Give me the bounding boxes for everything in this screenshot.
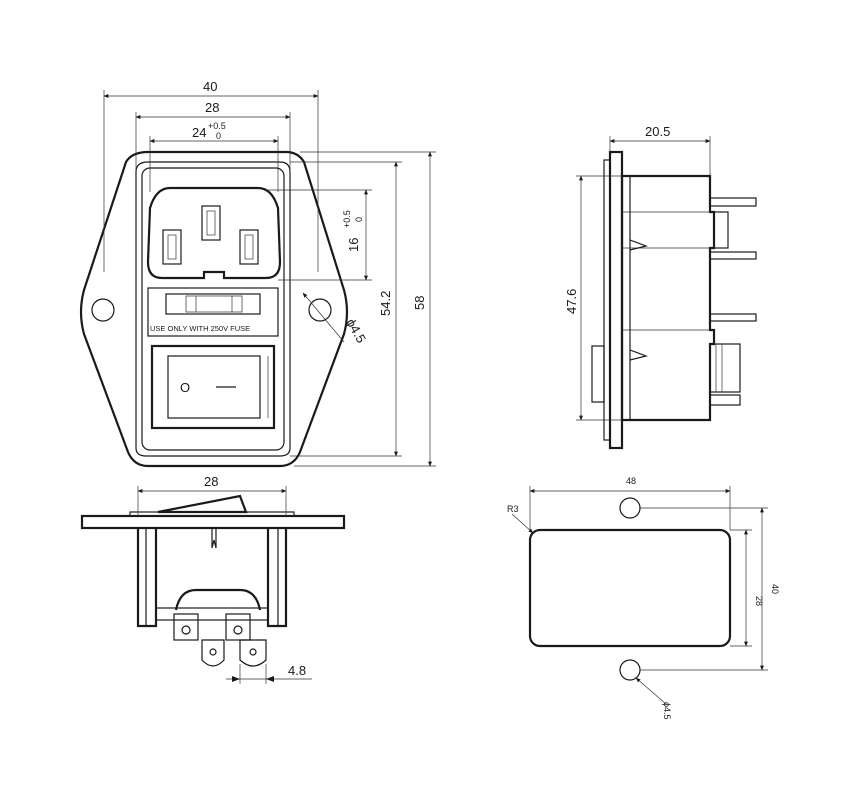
mounting-hole-right: [308, 298, 332, 322]
rocker-switch-button: [167, 355, 261, 419]
mounting-hole-left: [91, 298, 115, 322]
hole-leader: [302, 292, 345, 343]
dim-side-height: 47.6: [564, 289, 579, 314]
dim-24-tol-plus: +0.5: [208, 121, 226, 131]
terminal-2: [709, 251, 757, 260]
cutout-hole-top: [619, 497, 641, 519]
bottom-terminal-2: [225, 613, 251, 641]
bottom-terminal-block: [174, 588, 262, 611]
side-view: 20.5 47.6: [564, 124, 757, 450]
dim-24-tol-zero: 0: [216, 131, 221, 141]
dim-pin-width: 4.8: [288, 663, 306, 678]
bottom-terminal-3: [201, 639, 225, 667]
dim-side-depth: 20.5: [645, 124, 670, 139]
rocker-switch-frame: [150, 344, 276, 430]
panel-cutout-view: 48 R3 28 40 ϕ4.5: [507, 476, 780, 720]
dim-16: 16: [346, 238, 361, 252]
dim-cut-width: 40: [770, 584, 780, 594]
radius-leader: [511, 513, 534, 534]
cutout-hole-bottom: [619, 659, 641, 681]
dim-16-tol-plus: +0.5: [342, 210, 352, 228]
bottom-flange: [80, 514, 346, 530]
side-flange: [608, 150, 624, 450]
dim-16-tol-zero: 0: [354, 217, 364, 222]
iec-inlet-outline: [146, 186, 282, 280]
inlet-pin-left: [162, 229, 182, 265]
dim-28: 28: [205, 100, 219, 115]
dim-bottom-width: 28: [204, 474, 218, 489]
side-body: [620, 174, 716, 422]
bottom-terminal-4: [239, 639, 267, 667]
inlet-pin-right: [239, 229, 259, 265]
bottom-terminal-1: [173, 613, 199, 641]
front-inner-frame: [135, 161, 291, 457]
dim-58: 58: [412, 296, 427, 310]
panel-cutout: [528, 528, 732, 648]
dim-corner-radius: R3: [507, 504, 519, 514]
bottom-rocker: [157, 494, 248, 514]
switch-off-symbol: O: [180, 380, 190, 395]
cutout-hole-leader: [635, 677, 667, 705]
terminal-4: [709, 394, 741, 406]
fuse-drawer: [165, 293, 261, 315]
front-view: USE ONLY WITH 250V FUSE O 40 28 24 +0.5 …: [79, 79, 436, 468]
fuse-holder: [147, 287, 279, 337]
fuse-label: USE ONLY WITH 250V FUSE: [150, 324, 250, 333]
dim-40: 40: [203, 79, 217, 94]
front-inner-frame-2: [141, 167, 285, 451]
bottom-body: [136, 528, 288, 628]
bottom-view: 28 4.8: [80, 474, 346, 684]
dim-cutout-hole-dia: ϕ4.5: [662, 702, 672, 720]
terminal-3: [709, 313, 757, 322]
inlet-pin-earth: [201, 205, 221, 241]
front-flange-outline: [79, 150, 349, 468]
terminal-1: [709, 197, 757, 207]
dim-54-2: 54.2: [378, 291, 393, 316]
dim-hole-spacing: 48: [626, 476, 636, 486]
dim-hole-dia: ϕ4.5: [343, 316, 369, 345]
dim-cut-height: 28: [754, 596, 764, 606]
dim-24: 24: [192, 125, 206, 140]
